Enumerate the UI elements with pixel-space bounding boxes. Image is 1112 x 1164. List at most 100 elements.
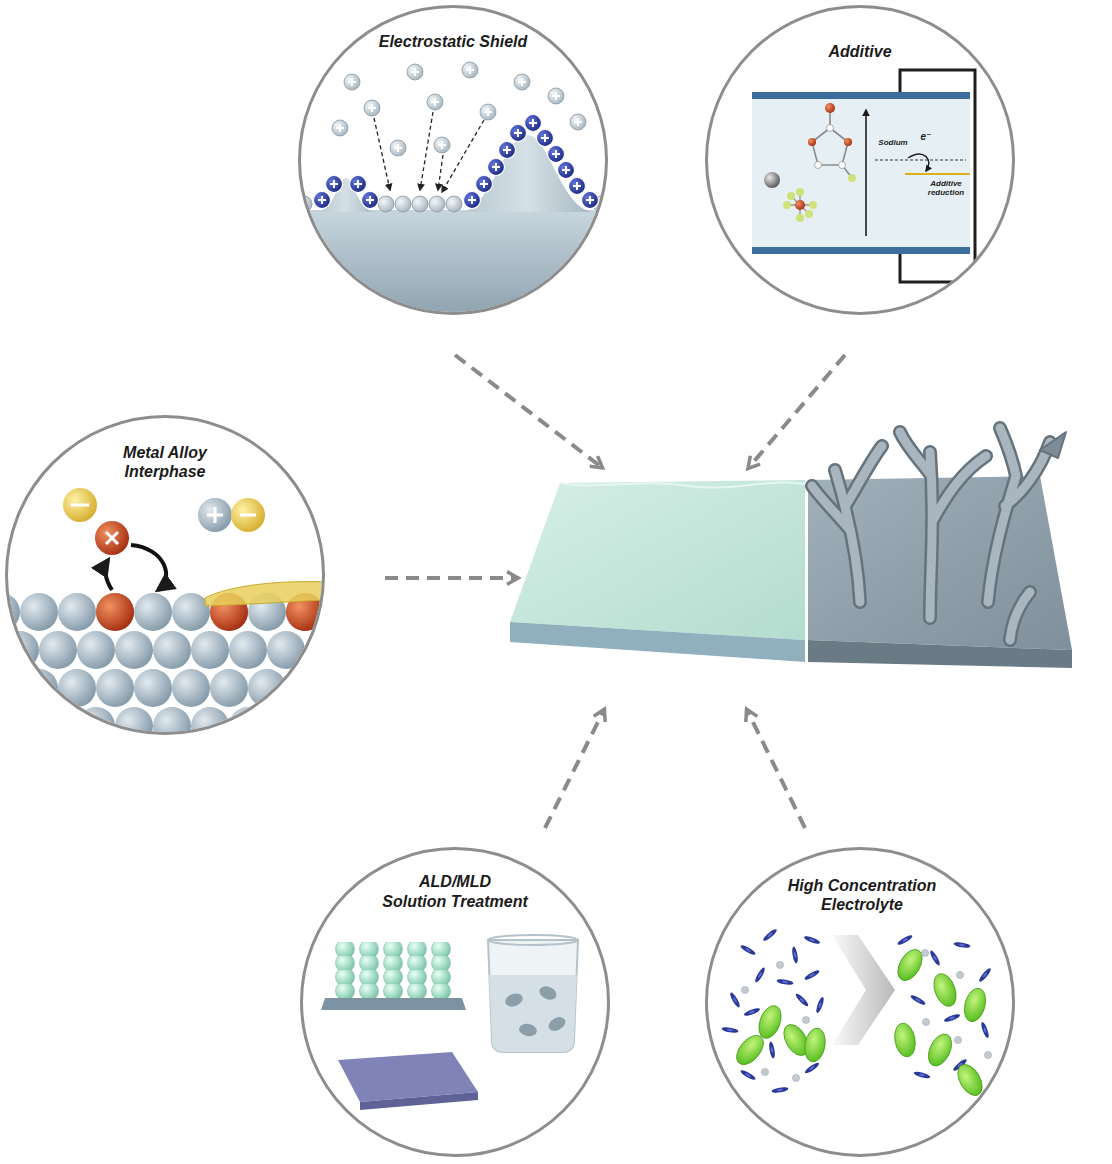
high-concentration-illustration — [794, 992, 809, 1007]
electrostatic-shield-illustration — [442, 120, 484, 192]
ald-mld-illustration — [360, 1092, 478, 1110]
electrostatic-shield-illustration — [295, 62, 615, 320]
additive-illustration — [808, 138, 816, 146]
electrostatic-shield-illustration — [525, 115, 542, 132]
electrostatic-shield-illustration — [548, 146, 565, 163]
high-concentration-illustration — [943, 1013, 961, 1023]
electrostatic-shield-illustration — [390, 140, 406, 156]
additive-illustration — [752, 99, 970, 247]
electrostatic-shield-illustration — [427, 94, 443, 110]
high-concentration-illustration — [980, 1021, 990, 1039]
high-concentration-illustration — [803, 935, 821, 945]
ald-mld-illustration — [321, 935, 578, 1110]
metal-alloy-illustration — [63, 488, 97, 522]
electrostatic-shield-illustration — [488, 159, 505, 176]
additive-illustration — [752, 70, 975, 282]
high-concentration-illustration — [924, 1030, 956, 1069]
high-concentration-illustration — [804, 1061, 821, 1075]
electrostatic-shield-illustration — [537, 130, 554, 147]
high-concentration-illustration — [721, 1026, 739, 1034]
electrostatic-shield-illustration — [434, 137, 450, 153]
smooth-anode-slab — [560, 482, 805, 487]
high-concentration-illustration — [739, 1069, 756, 1082]
high-concentration-illustration — [771, 1086, 789, 1094]
high-concentration-illustration — [791, 946, 799, 964]
high-concentration-illustration — [731, 1031, 768, 1070]
dendrite — [1010, 592, 1030, 640]
flow-arrow — [545, 712, 603, 828]
dendrite — [812, 446, 882, 602]
additive-illustration — [875, 160, 966, 161]
method-title: High Concentration Electrolyte — [762, 876, 962, 914]
high-concentration-illustration — [803, 969, 820, 982]
high-concentration-illustration — [978, 967, 993, 983]
high-concentration-illustration — [802, 1027, 828, 1064]
energy-level-label: Additive reduction — [921, 180, 971, 198]
high-concentration-illustration — [762, 928, 778, 943]
method-title: Metal Alloy Interphase — [106, 443, 224, 481]
high-concentration-illustration — [909, 994, 926, 1007]
method-circle: ALD/MLDSolution Treatment — [300, 847, 610, 1157]
high-concentration-illustration — [956, 971, 963, 978]
ald-mld-illustration — [537, 984, 558, 1002]
dendrite — [1040, 432, 1066, 458]
high-concentration-illustration — [929, 949, 942, 966]
metal-alloy-illustration — [0, 488, 340, 753]
electrostatic-shield-illustration — [514, 74, 530, 90]
electrostatic-shield-illustration — [364, 100, 380, 116]
ald-mld-illustration — [518, 1023, 538, 1038]
high-concentration-illustration — [953, 1060, 987, 1099]
electrostatic-shield-illustration — [476, 176, 493, 193]
high-concentration-illustration — [892, 1022, 918, 1059]
dendrite — [900, 432, 986, 618]
high-concentration-illustration — [743, 1007, 761, 1017]
energy-level-label: Sodium — [873, 139, 913, 148]
metal-alloy-illustration — [205, 582, 330, 606]
dendritic-anode-slab — [805, 480, 807, 662]
dendrite — [988, 428, 1050, 602]
dendrite — [988, 428, 1050, 602]
method-title: Additive — [800, 42, 920, 61]
metal-alloy-illustration — [131, 545, 166, 590]
high-concentration-illustration — [921, 949, 928, 956]
high-concentration-illustration — [761, 1068, 768, 1075]
ald-mld-illustration — [503, 991, 524, 1008]
smooth-anode-slab — [510, 622, 805, 662]
dendrite — [812, 428, 1050, 640]
metal-alloy-illustration — [96, 593, 134, 631]
additive-illustration — [795, 200, 805, 210]
ald-mld-illustration — [321, 998, 466, 1010]
flow-arrow — [385, 576, 515, 580]
additive-illustration — [796, 214, 804, 222]
additive-illustration — [844, 138, 852, 146]
additive-illustration — [839, 162, 846, 169]
additive-illustration — [825, 103, 835, 113]
flow-arrow — [750, 355, 845, 466]
high-concentration-illustration — [961, 986, 989, 1024]
metal-alloy-illustration — [198, 498, 232, 532]
additive-illustration — [809, 201, 817, 209]
high-concentration-illustration — [815, 996, 825, 1014]
additive-illustration — [752, 247, 970, 254]
high-concentration-illustration — [754, 966, 767, 983]
electrostatic-shield-illustration — [295, 210, 615, 320]
additive-illustration — [805, 210, 813, 218]
ald-mld-illustration — [488, 940, 578, 1052]
high-concentration-illustration — [776, 978, 794, 986]
metal-alloy-illustration — [231, 498, 265, 532]
high-concentration-illustration — [776, 961, 783, 968]
high-concentration-illustration — [953, 941, 971, 949]
method-title: ALD/MLD — [380, 872, 530, 891]
dendritic-anode-slab — [808, 640, 1072, 668]
high-concentration-illustration — [741, 986, 748, 993]
electrostatic-shield-illustration — [344, 74, 360, 90]
electrostatic-shield-illustration — [332, 120, 348, 136]
high-concentration-illustration — [721, 928, 992, 1100]
electrostatic-shield-illustration — [558, 162, 575, 179]
additive-illustration — [815, 162, 822, 169]
dendrite — [812, 446, 882, 602]
metal-alloy-illustration — [106, 532, 118, 544]
electrostatic-shield-illustration — [350, 176, 367, 193]
high-concentration-illustration — [729, 991, 742, 1008]
